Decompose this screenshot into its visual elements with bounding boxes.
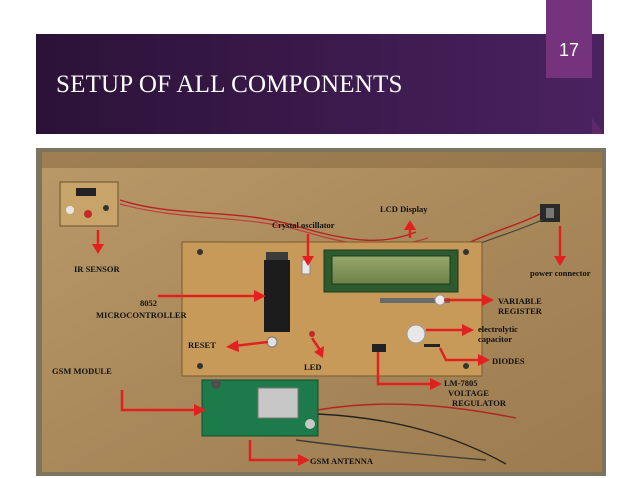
electrolytic-capacitor: [406, 324, 426, 344]
label-capacitor-2: capacitor: [478, 334, 512, 344]
circuit-photo: IR SENSOR Crystal oscillator LCD Display…: [36, 148, 606, 476]
label-power-connector: power connector: [530, 268, 591, 278]
reset-button: [266, 336, 278, 348]
ir-sensor-module: [59, 181, 119, 227]
led: [309, 331, 315, 337]
annotation-arrows: [92, 220, 566, 466]
label-gsm-antenna: GSM ANTENNA: [310, 456, 374, 466]
label-regulator-3: REGULATOR: [452, 398, 507, 408]
label-variable-1: VARIABLE: [498, 296, 542, 306]
label-led: LED: [304, 362, 321, 372]
label-diodes: DIODES: [492, 356, 525, 366]
label-crystal-oscillator: Crystal oscillator: [272, 220, 335, 230]
slide-title: SETUP OF ALL COMPONENTS: [56, 71, 403, 98]
title-band: [36, 34, 604, 134]
label-microcontroller-1: 8052: [140, 298, 157, 308]
label-microcontroller-2: MICROCONTROLLER: [96, 310, 188, 320]
wire-gsm-3: [295, 439, 487, 461]
label-gsm-module: GSM MODULE: [52, 366, 112, 376]
variable-resistor: [434, 294, 446, 306]
label-regulator-2: VOLTAGE: [448, 388, 489, 398]
microcontroller-chip: [264, 252, 290, 332]
label-capacitor-1: electrolytic: [478, 324, 518, 334]
pin-header: [380, 298, 450, 303]
slide-number: 17: [558, 40, 580, 60]
lcd-module: [323, 249, 459, 293]
label-variable-2: REGISTER: [498, 306, 543, 316]
diodes: [424, 344, 440, 347]
slide-number-tab: [546, 0, 592, 78]
label-lcd-display: LCD Display: [380, 204, 428, 214]
wire-gsm-1: [317, 403, 517, 419]
label-ir-sensor: IR SENSOR: [74, 264, 120, 274]
voltage-regulator: [372, 344, 386, 352]
power-connector: [540, 204, 560, 222]
wire-ir-1: [119, 199, 417, 242]
label-regulator-1: LM-7805: [444, 378, 478, 388]
wire-power-1: [465, 213, 541, 245]
gsm-module: [201, 379, 319, 437]
wire-gsm-2: [317, 413, 507, 465]
label-reset: RESET: [188, 340, 216, 350]
board-top-edge: [42, 152, 602, 168]
title-corner-accent: [592, 118, 604, 134]
